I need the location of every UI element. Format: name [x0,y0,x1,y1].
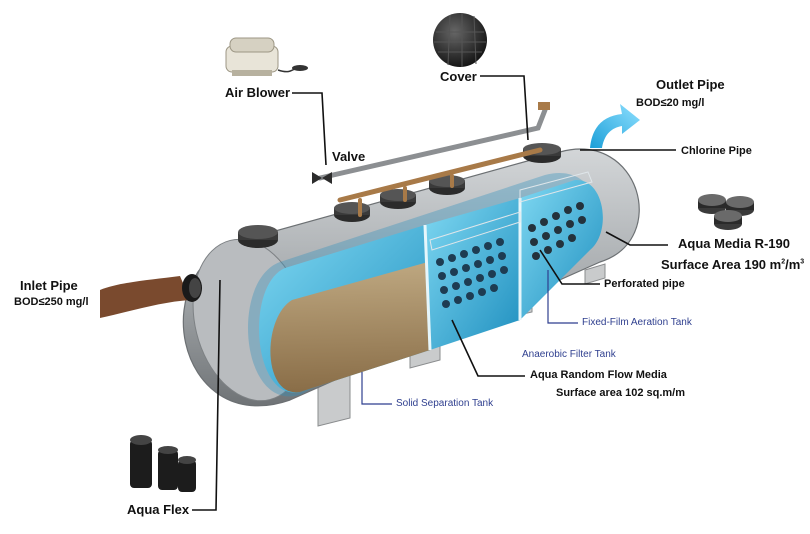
surface-area-slash: /m [785,257,801,272]
random-flow-label: Aqua Random Flow Media [530,369,667,381]
solid-separation-label: Solid Separation Tank [396,398,494,409]
leader-lines [192,75,676,511]
inlet-bod-label: BOD≤250 mg/l [14,296,89,308]
outlet-pipe-label: Outlet Pipe [656,77,725,92]
chlorine-pipe-label: Chlorine Pipe [681,145,752,157]
cover-label: Cover [440,69,477,84]
surface-area-sup-3: 3 [800,258,805,266]
inlet-pipe-label: Inlet Pipe [20,278,78,293]
media-grating [429,171,593,251]
aqua-flex-icon [130,435,196,492]
valve-label: Valve [332,149,366,164]
random-flow-media [436,238,508,308]
anaerobic-filter-label: Anaerobic Filter Tank [522,349,616,360]
cover-icon [433,13,487,67]
air-pipes [317,102,550,217]
random-flow-area-label: Surface area 102 sq.m/m [556,387,686,399]
outlet-bod-label: BOD≤20 mg/l [636,97,705,109]
outlet-arrow-icon [590,104,640,148]
surface-area-main: Surface Area 190 m [661,257,782,272]
surface-area-sup-2: 2 [781,258,786,266]
air-blower-icon [225,37,308,76]
blue-leader-lines [361,270,578,405]
fixed-film-label: Fixed-Film Aeration Tank [582,317,692,328]
aqua-media-icon [698,194,754,230]
aqua-flex-label: Aqua Flex [127,502,190,517]
air-blower-label: Air Blower [225,85,291,100]
inlet-pipe [100,274,202,318]
perforated-pipe-label: Perforated pipe [604,278,685,290]
aqua-media-label: Aqua Media R-190 [678,236,790,251]
surface-area-label: Surface Area 190 m2/m3 [661,258,804,271]
aqua-media-bed [528,202,586,260]
valve-icon [312,172,332,184]
